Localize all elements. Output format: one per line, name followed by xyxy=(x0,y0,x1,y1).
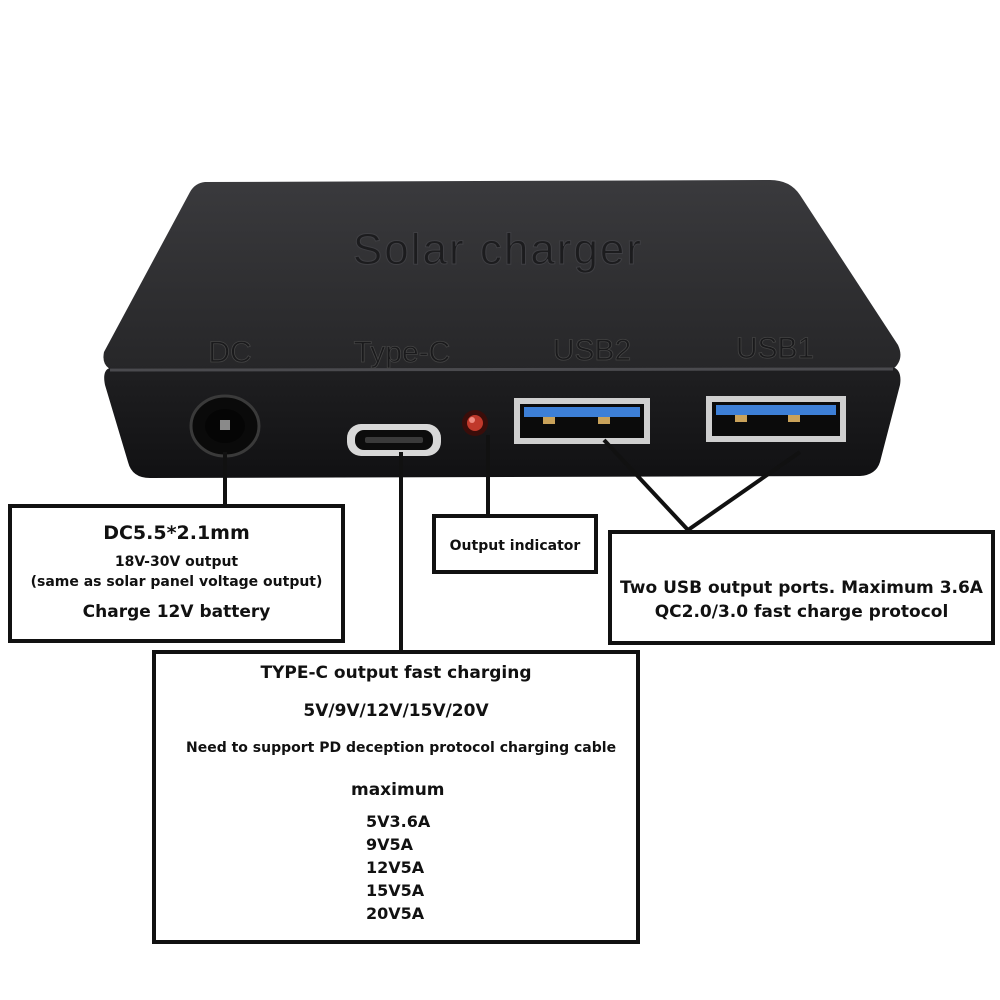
type-c-spec-9v: 9V5A xyxy=(366,835,414,854)
usb2-port xyxy=(514,398,650,444)
type-c-callout: TYPE-C output fast charging 5V/9V/12V/15… xyxy=(152,650,640,944)
usb-protocol: QC2.0/3.0 fast charge protocol xyxy=(654,602,949,622)
type-c-spec-5v: 5V3.6A xyxy=(366,812,431,831)
type-c-maximum-label: maximum xyxy=(351,780,445,800)
dc-barrel-jack xyxy=(189,394,261,458)
usb1-port xyxy=(706,396,846,442)
type-c-title: TYPE-C output fast charging xyxy=(260,663,532,683)
type-c-pd-note: Need to support PD deception protocol ch… xyxy=(186,740,617,756)
device-front-face xyxy=(104,368,901,478)
type-c-port xyxy=(347,424,441,456)
device-top-face xyxy=(103,180,901,372)
type-c-spec-15v: 15V5A xyxy=(366,881,425,900)
dc-voltage: 18V-30V output xyxy=(114,554,239,570)
embossed-title: Solar charger xyxy=(353,225,643,274)
dc-title: DC5.5*2.1mm xyxy=(103,522,250,544)
dc-port-label: DC xyxy=(208,336,251,369)
usb2-port-label: USB2 xyxy=(553,334,631,367)
output-indicator-led xyxy=(462,410,488,436)
usb-max-current: Two USB output ports. Maximum 3.6A xyxy=(620,578,983,598)
usb-ports-callout: Two USB output ports. Maximum 3.6A QC2.0… xyxy=(608,530,995,645)
output-indicator-callout: Output indicator xyxy=(432,514,598,574)
callout-leader-lines xyxy=(223,435,802,652)
dc-voltage-note: (same as solar panel voltage output) xyxy=(30,574,323,590)
dc-port-callout: DC5.5*2.1mm 18V-30V output (same as sola… xyxy=(8,504,345,643)
type-c-voltages: 5V/9V/12V/15V/20V xyxy=(303,701,489,721)
usb1-port-label: USB1 xyxy=(736,332,814,365)
output-indicator-label: Output indicator xyxy=(449,538,581,554)
type-c-port-label: Type-C xyxy=(354,336,451,369)
dc-battery-note: Charge 12V battery xyxy=(82,602,271,622)
type-c-spec-12v: 12V5A xyxy=(366,858,425,877)
type-c-spec-20v: 20V5A xyxy=(366,904,425,923)
